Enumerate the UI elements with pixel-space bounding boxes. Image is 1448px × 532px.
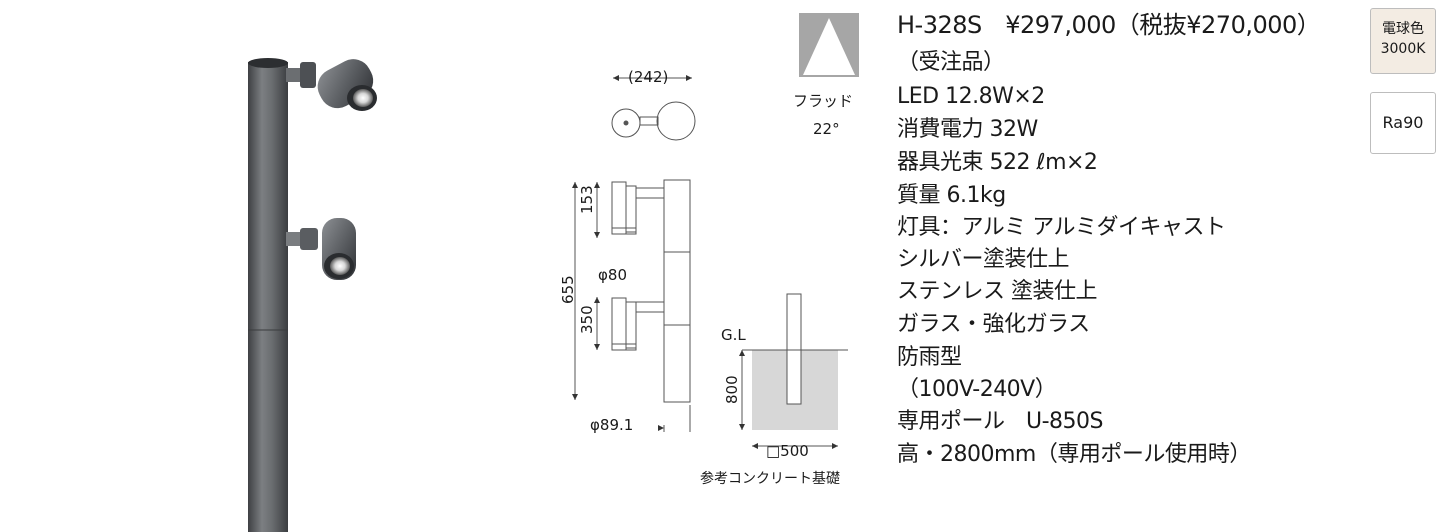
spec-line: 器具光束 522 ℓm×2 xyxy=(897,150,1098,175)
spec-line: （受注品） xyxy=(897,50,1005,75)
dim-top-width: (242) xyxy=(628,68,669,86)
color-temp-kelvin: 3000K xyxy=(1380,41,1426,57)
spec-line: LED 12.8W×2 xyxy=(897,84,1045,109)
spec-line: （100V-240V） xyxy=(897,377,1057,402)
upper-spotlight xyxy=(286,59,377,111)
dim-head-diameter: φ80 xyxy=(598,266,627,284)
dim-head-height: 153 xyxy=(578,185,596,214)
beam-angle: 22° xyxy=(813,120,840,138)
side-view-drawing xyxy=(574,179,691,432)
dim-foundation-size: □500 xyxy=(766,442,809,460)
pole xyxy=(248,58,288,532)
spec-line: ステンレス 塗装仕上 xyxy=(897,279,1098,304)
spec-line: 灯具：アルミ アルミダイキャスト xyxy=(897,215,1226,240)
dimension-arrows xyxy=(572,75,838,449)
dim-total-height: 655 xyxy=(559,275,577,304)
spec-line: シルバー塗装仕上 xyxy=(897,247,1070,272)
spec-line: 消費電力 32W xyxy=(897,117,1038,142)
ground-level-label: G.L xyxy=(721,326,746,344)
foundation-drawing xyxy=(741,293,848,447)
ra-badge: Ra90 xyxy=(1370,92,1436,154)
color-temp-name: 電球色 xyxy=(1382,21,1424,37)
dim-pole-diameter: φ89.1 xyxy=(590,416,634,434)
spec-line: ガラス・強化ガラス xyxy=(897,312,1090,337)
spec-line: 防雨型 xyxy=(897,345,962,370)
product-title: H-328S ¥297,000（税抜¥270,000） xyxy=(897,11,1321,39)
top-view-drawing xyxy=(611,77,696,141)
spec-line: 質量 6.1kg xyxy=(897,183,1006,208)
foundation-caption: 参考コンクリート基礎 xyxy=(700,471,840,487)
beam-icon xyxy=(799,13,859,77)
dim-lower-height: 350 xyxy=(578,305,596,334)
dim-depth: 800 xyxy=(723,375,741,404)
color-temp-badge: 電球色 3000K xyxy=(1370,8,1436,74)
product-photo xyxy=(248,13,859,532)
beam-label: フラッド xyxy=(793,92,854,110)
spec-line: 高・2800mm（専用ポール使用時） xyxy=(897,442,1251,467)
spec-line: 専用ポール U-850S xyxy=(897,409,1104,434)
lower-spotlight xyxy=(286,218,356,280)
